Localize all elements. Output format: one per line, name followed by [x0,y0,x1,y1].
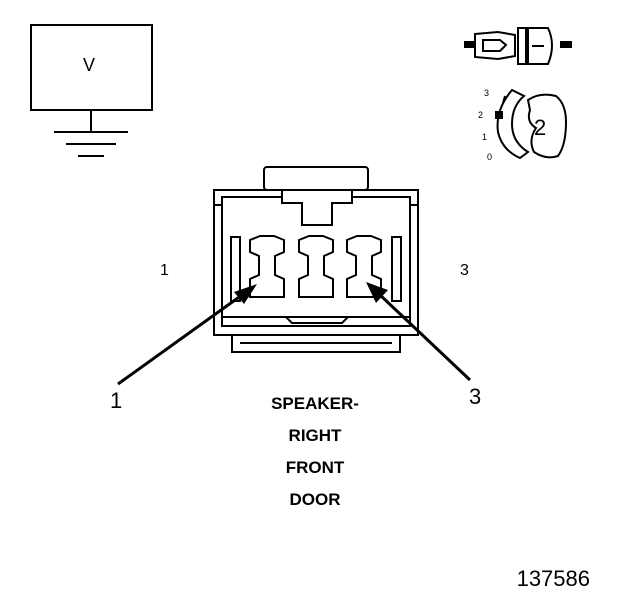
callout-label-right: 3 [469,384,482,409]
connector-title-line: DOOR [289,490,341,509]
position-label: 3 [484,88,490,98]
connector-title-line: RIGHT [288,426,342,445]
position-label: 1 [482,132,488,142]
side-pin-label-right: 3 [460,262,469,279]
side-pin-label-left: 1 [160,262,169,279]
terminal-cavities [249,235,382,298]
probe-icon [464,27,572,65]
terminal-cavity-3 [346,235,382,298]
connector-title-line: FRONT [285,458,345,477]
selected-position-number: 2 [534,115,547,140]
callout-arrows [117,282,472,386]
terminal-cavity-1 [249,235,285,298]
connector-title: SPEAKER- RIGHT FRONT DOOR [220,388,410,516]
callout-label-left: 1 [110,388,123,413]
connector-title-line: SPEAKER- [271,394,359,413]
position-selector-icon [495,88,568,160]
terminal-cavity-2 [298,235,334,298]
figure-id: 137586 [516,566,590,591]
voltmeter-label: V [83,55,96,75]
voltmeter-symbol [30,24,153,157]
position-label: 0 [487,152,493,162]
position-label: 2 [478,110,484,120]
